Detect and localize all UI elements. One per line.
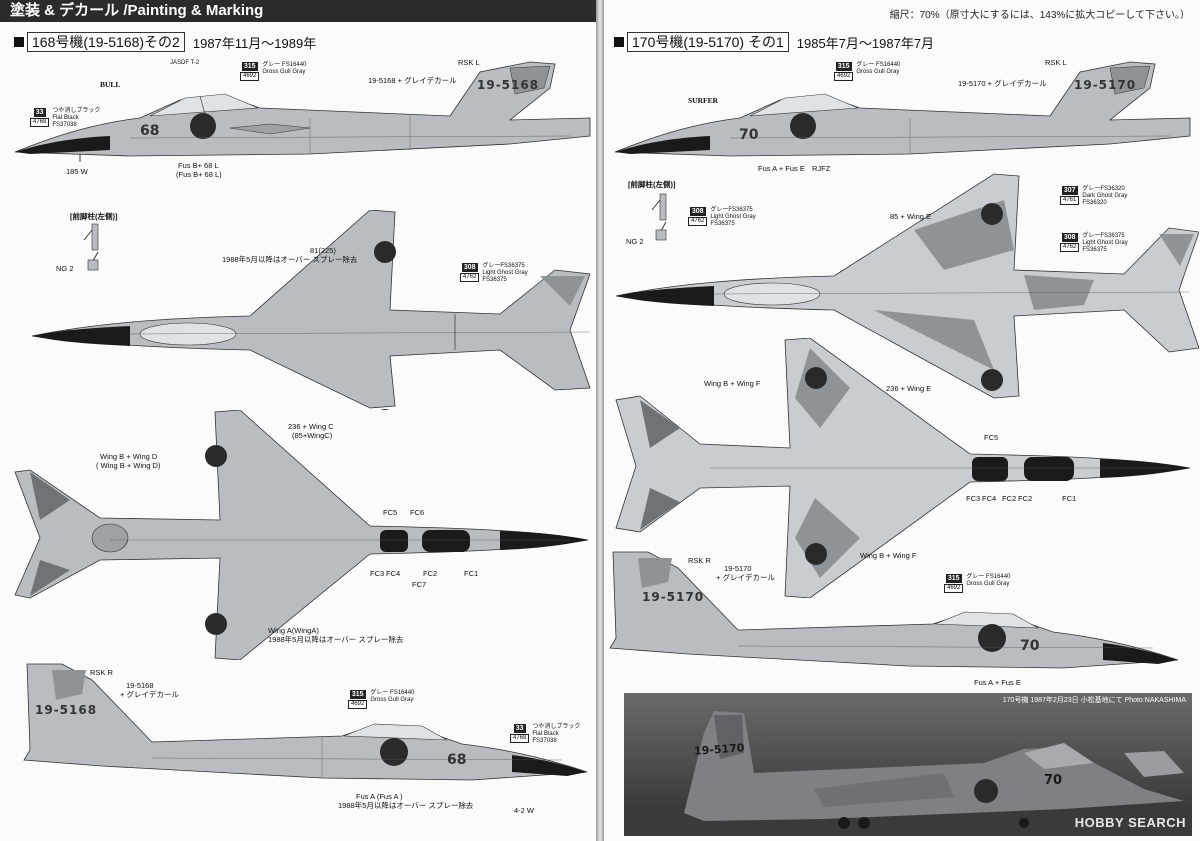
tail-serial-170: 19-5170 [1074,78,1137,92]
side-view-left-168 [14,61,591,162]
book-spine [596,0,604,841]
rsk-label: RSK L [458,58,480,67]
unit-mark-label: BULL [100,80,121,89]
scale-note: 縮尺：70%（原寸大にするには、143%に拡大コピーして下さい。） [889,10,1190,21]
aircraft-170-dates: 1985年7月〜1987年7月 [796,35,935,51]
rjfz-label: RJFZ [812,164,831,173]
fc3-label: FC3 [370,569,385,578]
fc4-label: FC4 [386,569,401,578]
nose-gear-drawing-170 [651,193,667,241]
bottom-label-1: Wing B + Wing D [100,452,158,461]
bottom-view-168 [14,410,589,660]
stencil-text: JASDF T-2 [170,60,200,66]
fc5-label-170: FC5 [984,433,999,442]
watermark-logo: HOBBY SEARCH [1074,815,1186,830]
tail-serial-right: 19-5168 [35,703,98,717]
reference-photo: 170号機 1987年2月23日 小松基地にて Photo:NAKASHIMA … [624,693,1192,836]
gear-detail-title: [前脚柱(左側)] [70,212,118,221]
decal-right-label-1: 19-5168 [126,681,154,690]
nose-number-170: 70 [739,127,759,143]
fc7-label: FC7 [412,580,427,589]
right-page: 縮尺：70%（原寸大にするには、143%に拡大コピーして下さい。） 170号機(… [604,0,1200,841]
fc6-label: FC6 [410,508,425,517]
fc5-label: FC5 [383,508,398,517]
side-view-right-170 [609,551,1179,669]
fus-right-label: Fus A (Fus A ) [356,792,403,801]
side-view-left-170 [614,61,1191,157]
page-header: 塗装 & デカール /Painting & Marking [0,0,596,22]
gear-label: 185 W [66,167,88,176]
gear-detail-title-170: [前脚柱(左側)] [628,180,676,189]
top-view-168 [31,210,591,410]
section-title-168: 168号機(19-5168)その2 1987年11月〜1989年 [14,32,316,52]
fc2-label-170-b: FC2 [1018,494,1033,503]
fc2-label-170: FC2 [1002,494,1017,503]
fus-label-2: (Fus B+ 68 L) [176,170,222,179]
gear-ng-label: NG 2 [56,264,74,273]
bottom-label-170-2: Wing B + Wing F [860,551,917,560]
bullet-square-icon [614,37,624,47]
gear-right-label: 4-2 W [514,806,535,815]
nose-number-170-right: 70 [1020,638,1040,654]
photo-caption: 170号機 1987年2月23日 小松基地にて Photo:NAKASHIMA [1002,697,1186,704]
fc2-label: FC2 [423,569,438,578]
nose-number-right: 68 [447,752,467,768]
left-page: 塗装 & デカール /Painting & Marking 168号機(19-5… [0,0,596,841]
top-label-1b: 1988年5月以降はオーバー スプレー除去 [222,255,358,264]
decal-right-label-170-1: 19-5170 [724,564,752,573]
top-view-170 [615,173,1199,399]
bottom-view-170 [615,338,1191,598]
bullet-square-icon [14,37,24,47]
nose-number: 68 [140,123,160,139]
bottom-label-1b: ( Wing B + Wing D) [96,461,161,470]
aircraft-170-title: 170号機(19-5170) その1 [627,32,789,52]
fus-label: Fus B+ 68 L [178,161,219,170]
section-title-170: 170号機(19-5170) その1 1985年7月〜1987年7月 [614,32,934,52]
fc1-label: FC1 [464,569,479,578]
top-label-2b: (85+WingC) [292,431,333,440]
decal-label: 19-5168 + グレイデカール [368,76,457,85]
decal-label-170: 19-5170 + グレイデカール [958,79,1047,88]
decal-right-label-170-2: + グレイデカール [716,573,775,582]
bottom-label-2b: 1988年5月以降はオーバー スプレー除去 [268,635,404,644]
photo-nose-number: 70 [1044,773,1063,788]
unit-mark-surfer: SURFER [688,96,719,105]
top-label-170-1: 85 + Wing E [890,212,932,221]
aircraft-168-dates: 1987年11月〜1989年 [192,35,317,51]
fus-right-label-2: 1988年5月以降はオーバー スプレー除去 [338,801,474,810]
aircraft-168-title: 168号機(19-5168)その2 [27,32,185,52]
fc3-label-170: FC3 [966,494,981,503]
top-label-2: 236 + Wing C [288,422,334,431]
tail-serial: 19-5168 [477,78,540,92]
rsk-right-label-170: RSK R [688,556,711,565]
bottom-label-2: Wing A(WingA) [268,626,319,635]
rsk-right-label: RSK R [90,668,113,677]
rsk-label-170: RSK L [1045,58,1067,67]
gear-ng-label-170: NG 2 [626,237,644,246]
nose-gear-drawing [83,223,99,271]
top-label-1: 81(225) [310,246,336,255]
decal-right-label-2: + グレイデカール [120,690,179,699]
fc1-label-170: FC1 [1062,494,1077,503]
tail-serial-170-right: 19-5170 [642,590,705,604]
fc4-label-170: FC4 [982,494,997,503]
fus-right-label-170: Fus A + Fus E [974,678,1021,687]
top-label-170-2: 236 + Wing E [886,384,932,393]
fus-label-170: Fus A + Fus E [758,164,805,173]
side-view-right-168 [23,663,588,781]
bottom-label-170-1: Wing B + Wing F [704,379,761,388]
photo-aircraft-silhouette [624,711,1192,836]
